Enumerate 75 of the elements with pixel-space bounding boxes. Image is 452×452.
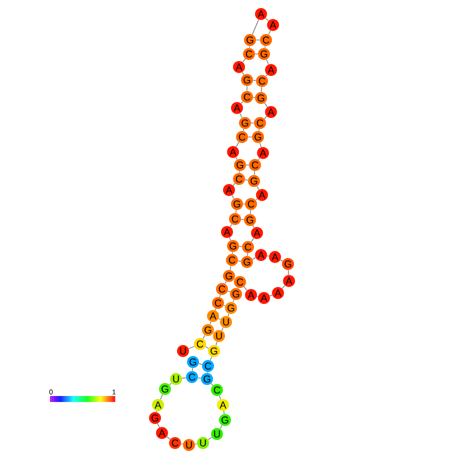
backbone-line xyxy=(242,58,246,62)
backbone-line xyxy=(288,270,289,276)
backbone-line xyxy=(232,300,234,302)
backbone-line xyxy=(230,224,232,228)
base-pair-line xyxy=(238,260,242,262)
backbone-line xyxy=(166,436,170,440)
backbone-line xyxy=(210,383,214,386)
backbone-line xyxy=(256,186,260,190)
base-pair-line xyxy=(252,80,256,81)
backbone-line xyxy=(236,142,240,147)
backbone-line xyxy=(264,46,266,48)
backbone-line xyxy=(157,423,160,428)
backbone-line xyxy=(228,314,230,316)
backbone-line xyxy=(254,170,255,176)
backbone-line xyxy=(266,59,269,65)
base-pair-line xyxy=(250,122,254,124)
backbone-line xyxy=(232,183,236,186)
backbone-line xyxy=(247,252,248,256)
backbone-line xyxy=(216,342,218,346)
backbone-line xyxy=(258,128,260,132)
backbone-line xyxy=(261,86,262,92)
backbone-line xyxy=(202,335,206,339)
backbone-line xyxy=(252,225,254,228)
backbone-line xyxy=(249,46,250,48)
backbone-line xyxy=(232,195,234,199)
backbone-line xyxy=(264,102,268,108)
base-pair-line xyxy=(218,318,221,320)
base-pair-line xyxy=(240,219,244,220)
backbone-line xyxy=(239,170,240,174)
backbone-line xyxy=(229,237,231,241)
backbone-line xyxy=(221,327,224,331)
base-pair-line xyxy=(223,304,226,306)
backbone-line xyxy=(252,257,256,260)
backbone-line xyxy=(224,281,226,284)
backbone-line xyxy=(243,128,244,132)
backbone-line xyxy=(240,113,242,118)
backbone-line xyxy=(182,377,186,379)
base-pair-line xyxy=(252,97,256,98)
backbone-line xyxy=(236,157,238,160)
backbone-line xyxy=(246,86,248,92)
backbone-line xyxy=(188,346,195,349)
backbone-line xyxy=(264,116,267,119)
base-pair-line xyxy=(248,136,252,138)
backbone-line xyxy=(220,425,222,429)
backbone-line xyxy=(270,294,272,296)
backbone-line xyxy=(214,308,216,310)
backbone-line xyxy=(232,252,233,254)
backbone-line xyxy=(160,394,163,400)
backbone-line xyxy=(282,285,286,289)
backbone-line xyxy=(242,72,244,76)
backbone-line xyxy=(244,286,248,291)
backbone-line xyxy=(256,198,258,200)
backbone-line xyxy=(268,30,271,35)
backbone-line xyxy=(230,266,232,270)
backbone-line xyxy=(266,74,268,76)
backbone-line xyxy=(208,437,212,440)
backbone-line xyxy=(258,158,260,160)
backbone-line xyxy=(192,368,193,372)
backbone-line xyxy=(251,238,254,242)
backbone-line xyxy=(219,294,221,298)
backbone-line xyxy=(252,19,259,35)
backbone-line xyxy=(250,210,251,214)
base-pair-line xyxy=(198,363,202,365)
backbone-line xyxy=(210,322,212,324)
base-pair-line xyxy=(238,246,242,247)
backbone-line xyxy=(210,356,212,361)
backbone-line xyxy=(280,260,283,262)
backbone-line xyxy=(169,382,172,386)
backbone-line xyxy=(219,395,221,400)
backbone-line xyxy=(240,101,244,104)
base-pair-line xyxy=(228,290,230,292)
backbone-line xyxy=(265,18,269,22)
base-pair-line xyxy=(246,164,250,166)
backbone-line xyxy=(260,142,262,148)
base-pair-line xyxy=(205,346,209,349)
